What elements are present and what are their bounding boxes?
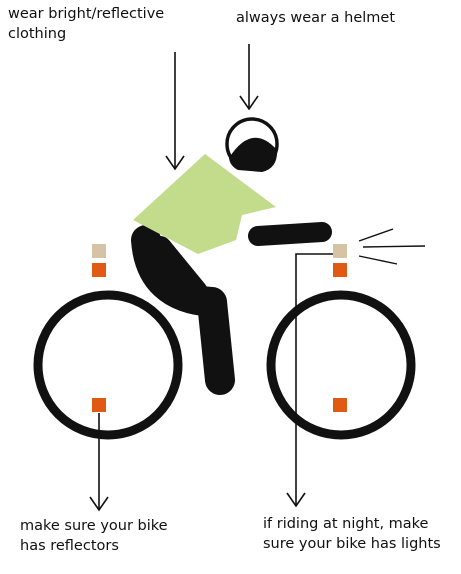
lights-annotation: if riding at night, make sure your bike … — [263, 514, 441, 554]
front-light-icon — [333, 244, 347, 258]
rear-reflector-icon — [92, 263, 106, 277]
front-wheel-reflector-icon — [333, 398, 347, 412]
reflectors-annotation: make sure your bike has reflectors — [20, 516, 168, 556]
reflectors-annotation-line-1: make sure your bike — [20, 516, 168, 536]
lights-annotation-line-1: if riding at night, make — [263, 514, 441, 534]
rear-light-icon — [92, 244, 106, 258]
front-reflector-icon — [333, 263, 347, 277]
clothing-annotation-line-2: clothing — [8, 24, 164, 44]
rider-arm-icon — [258, 232, 322, 236]
rear-wheel-reflector-icon — [92, 398, 106, 412]
clothing-annotation: wear bright/reflective clothing — [8, 4, 164, 44]
arrow-reflectors-icon — [90, 413, 108, 510]
front-wheel-icon — [271, 295, 411, 435]
reflectors-annotation-line-2: has reflectors — [20, 536, 168, 556]
clothing-annotation-line-1: wear bright/reflective — [8, 4, 164, 24]
helmet-annotation-line-1: always wear a helmet — [236, 8, 395, 28]
helmet-annotation: always wear a helmet — [236, 8, 395, 28]
light-beam-icon — [359, 229, 425, 264]
arrow-helmet-icon — [240, 44, 258, 109]
rear-wheel-icon — [38, 295, 178, 435]
arrow-lights-icon — [287, 254, 333, 506]
arrow-clothing-icon — [166, 52, 184, 169]
lights-annotation-line-2: sure your bike has lights — [263, 534, 441, 554]
